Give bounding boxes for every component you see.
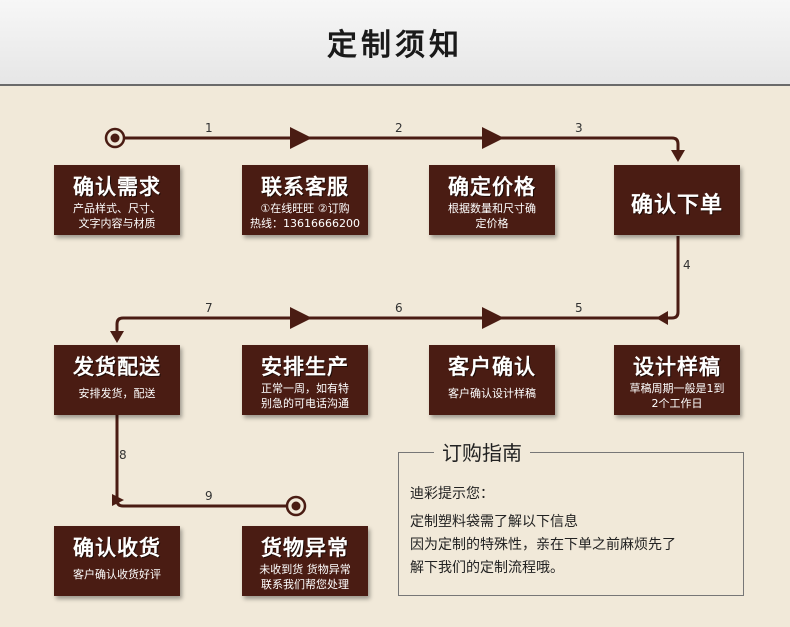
connector-label: 8 bbox=[119, 448, 127, 462]
step-title: 货物异常 bbox=[261, 536, 349, 560]
arrowhead-6 bbox=[290, 307, 312, 329]
step-title: 确认下单 bbox=[630, 193, 723, 218]
connector-label: 7 bbox=[205, 301, 213, 315]
step-desc: 安排发货，配送 bbox=[78, 387, 156, 400]
connector-label: 2 bbox=[395, 121, 403, 135]
step-desc: 产品样式、尺寸、文字内容与材质 bbox=[73, 202, 161, 230]
step-title: 安排生产 bbox=[261, 355, 349, 379]
step-title: 客户确认 bbox=[448, 355, 536, 379]
arrowhead-8 bbox=[112, 494, 124, 506]
connector-label: 9 bbox=[205, 489, 213, 503]
guide-line: 解下我们的定制流程哦。 bbox=[410, 560, 564, 576]
step-box-customer-confirm: 客户确认 客户确认设计样稿 bbox=[429, 345, 555, 415]
connector-label: 4 bbox=[683, 258, 691, 272]
step-title: 联系客服 bbox=[261, 175, 349, 199]
step-box-place-order: 确认下单 bbox=[614, 165, 740, 235]
step-box-arrange-production: 安排生产 正常一周，如有特别急的可电话沟通 bbox=[242, 345, 368, 415]
step-box-confirm-price: 确定价格 根据数量和尺寸确定价格 bbox=[429, 165, 555, 235]
step-desc: 客户确认设计样稿 bbox=[448, 387, 536, 400]
step-title: 设计样稿 bbox=[633, 355, 721, 379]
step-desc: 根据数量和尺寸确定价格 bbox=[448, 202, 536, 230]
step-desc: ①在线旺旺 ②订购热线：13616666200 bbox=[250, 202, 360, 230]
connector-8 bbox=[115, 412, 280, 508]
step-title: 发货配送 bbox=[73, 355, 161, 379]
connector-label: 5 bbox=[575, 301, 583, 315]
connector-3 bbox=[495, 136, 680, 154]
step-title: 确认收货 bbox=[73, 536, 161, 560]
arrowhead-4 bbox=[656, 311, 668, 325]
order-guide-panel bbox=[398, 452, 744, 596]
step-title: 确认需求 bbox=[73, 175, 161, 199]
connector-label: 1 bbox=[205, 121, 213, 135]
arrowhead-1 bbox=[290, 127, 312, 149]
step-box-shipping: 发货配送 安排发货，配送 bbox=[54, 345, 180, 415]
step-desc: 正常一周，如有特别急的可电话沟通 bbox=[261, 382, 349, 410]
connector-7 bbox=[115, 316, 280, 335]
step-title: 确定价格 bbox=[448, 175, 536, 199]
order-guide-title: 订购指南 bbox=[434, 437, 530, 466]
arrowhead-7 bbox=[110, 331, 124, 343]
step-box-confirm-needs: 确认需求 产品样式、尺寸、文字内容与材质 bbox=[54, 165, 180, 235]
step-box-goods-exception: 货物异常 未收到货 货物异常联系我们帮您处理 bbox=[242, 526, 368, 596]
page-title: 定制须知 bbox=[327, 28, 463, 63]
arrowhead-2 bbox=[482, 127, 504, 149]
arrowhead-3 bbox=[671, 150, 685, 162]
guide-line: 因为定制的特殊性，亲在下单之前麻烦先了 bbox=[410, 537, 676, 553]
connector-label: 6 bbox=[395, 301, 403, 315]
connector-4 bbox=[660, 236, 680, 320]
guide-line: 定制塑料袋需了解以下信息 bbox=[410, 514, 578, 530]
guide-line: 迪彩提示您： bbox=[410, 486, 494, 502]
step-box-confirm-receipt: 确认收货 客户确认收货好评 bbox=[54, 526, 180, 596]
connector-label: 3 bbox=[575, 121, 583, 135]
step-box-contact-service: 联系客服 ①在线旺旺 ②订购热线：13616666200 bbox=[242, 165, 368, 235]
header-banner: 定制须知 bbox=[0, 0, 790, 86]
step-desc: 客户确认收货好评 bbox=[73, 568, 161, 581]
step-desc: 未收到货 货物异常联系我们帮您处理 bbox=[259, 563, 351, 591]
arrowhead-5 bbox=[482, 307, 504, 329]
